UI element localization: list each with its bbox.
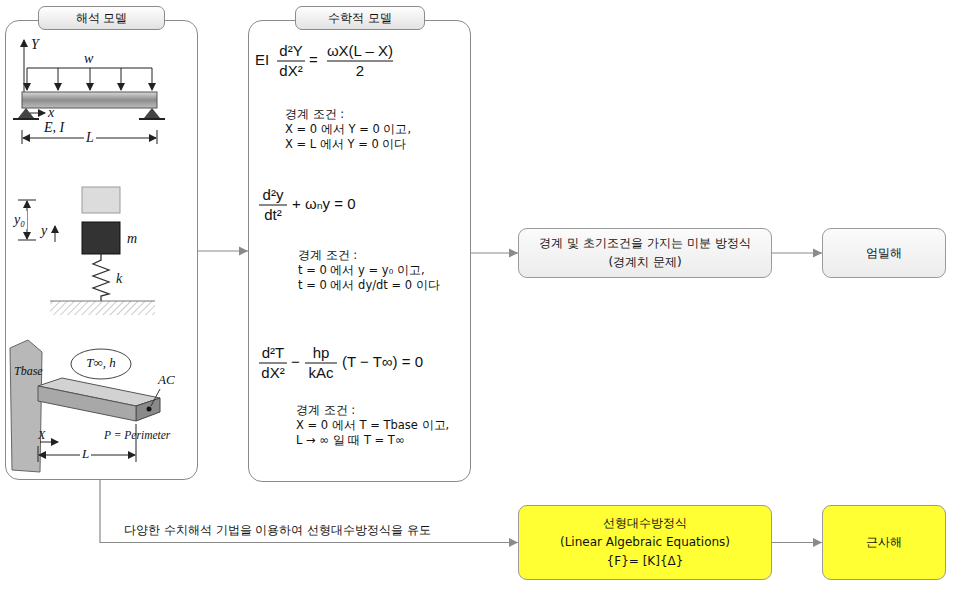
figure-label: m — [127, 230, 137, 248]
box-text: 선형대수방정식 — [603, 516, 687, 531]
arrowhead — [813, 538, 822, 547]
equation-term: ωX(L – X) — [322, 42, 398, 61]
connector-line — [100, 480, 518, 543]
arrowhead — [813, 249, 822, 258]
condition-text: X = 0 에서 Y = 0 이고, — [285, 122, 411, 136]
figure-label: E, I — [44, 119, 64, 137]
equation-term: EI — [255, 51, 269, 70]
equation-term: + ωₙy = 0 — [292, 195, 356, 214]
equation-term: = — [309, 51, 318, 70]
panel-heading: 수학적 모델 — [295, 6, 425, 30]
connector — [772, 249, 822, 258]
condition-text: X = 0 에서 T = Tbase 이고, — [296, 418, 449, 432]
result-box: 엄밀해 — [822, 228, 946, 278]
analysis-model-panel: 해석 모델YwxE, ILy₀ymkT∞, hTbaseACP = Perime… — [5, 20, 198, 480]
connector — [100, 480, 518, 547]
arrowhead — [509, 538, 518, 547]
figure-label: L — [84, 129, 96, 147]
figure-label: y — [41, 222, 47, 240]
equation-term: d²T — [258, 344, 288, 363]
fin-figure — [10, 340, 160, 472]
equation-term: kAc — [303, 364, 339, 383]
box-text: (경계치 문제) — [608, 255, 681, 270]
spring-mass-figure — [18, 187, 155, 315]
equation-term: dt² — [258, 206, 288, 225]
equation-term: (T − T∞) = 0 — [342, 353, 423, 372]
equation-term: hp — [303, 344, 339, 363]
panel-heading: 해석 모델 — [38, 6, 165, 30]
box-text: (Linear Algebraic Equations) — [560, 535, 730, 550]
equation-term: d²y — [258, 186, 288, 205]
box-text: {F}= [K]{Δ} — [607, 554, 684, 569]
equation-term: dX² — [276, 62, 306, 81]
edge-label: 다양한 수치해석 기법을 이용하여 선형대수방정식을 유도 — [122, 523, 433, 538]
condition-text: t = 0 에서 y = y₀ 이고, — [298, 263, 425, 277]
condition-text: 경계 조건 : — [285, 107, 344, 121]
box-text: 엄밀해 — [866, 246, 902, 261]
process-box: 선형대수방정식 (Linear Algebraic Equations) {F}= … — [518, 505, 772, 580]
figure-label: y₀ — [12, 211, 27, 229]
condition-text: t = 0 에서 dy/dt = 0 이다 — [298, 278, 440, 292]
figure-label: X — [38, 428, 45, 443]
result-box: 근사해 — [822, 505, 946, 580]
figure-label: x — [48, 104, 54, 122]
equation-term: 2 — [322, 62, 398, 81]
figure-label: P = Perimeter — [104, 428, 170, 442]
figure-label: k — [116, 270, 122, 288]
condition-text: L → ∞ 일 때 T = T∞ — [296, 433, 404, 447]
figure-label: AC — [158, 372, 175, 388]
fraction-bar — [259, 61, 393, 363]
process-box: 경계 및 초기조건을 가지는 미분 방정식 (경계치 문제) — [518, 228, 772, 278]
condition-text: X = L 에서 Y = 0 이다 — [285, 137, 407, 151]
box-text: 경계 및 초기조건을 가지는 미분 방정식 — [539, 236, 750, 251]
connector — [198, 247, 248, 256]
figure-label: w — [84, 50, 93, 68]
condition-text: 경계 조건 : — [296, 403, 355, 417]
math-model-panel: 수학적 모델EId²YdX²=ωX(L – X)2경계 조건 :X = 0 에서… — [248, 20, 471, 482]
box-text: 근사해 — [866, 535, 902, 550]
figure-label: L — [80, 446, 91, 462]
equation-term: dX² — [258, 364, 288, 383]
connector — [772, 538, 822, 547]
figure-label: Y — [31, 36, 39, 54]
connector — [471, 249, 518, 258]
figure-label: Tbase — [14, 364, 43, 379]
arrowhead — [509, 249, 518, 258]
figure-label: T∞, h — [72, 355, 130, 371]
condition-text: 경계 조건 : — [298, 248, 357, 262]
equation-term: d²Y — [276, 42, 306, 61]
arrowhead — [239, 247, 248, 256]
equation-term: − — [291, 353, 300, 372]
